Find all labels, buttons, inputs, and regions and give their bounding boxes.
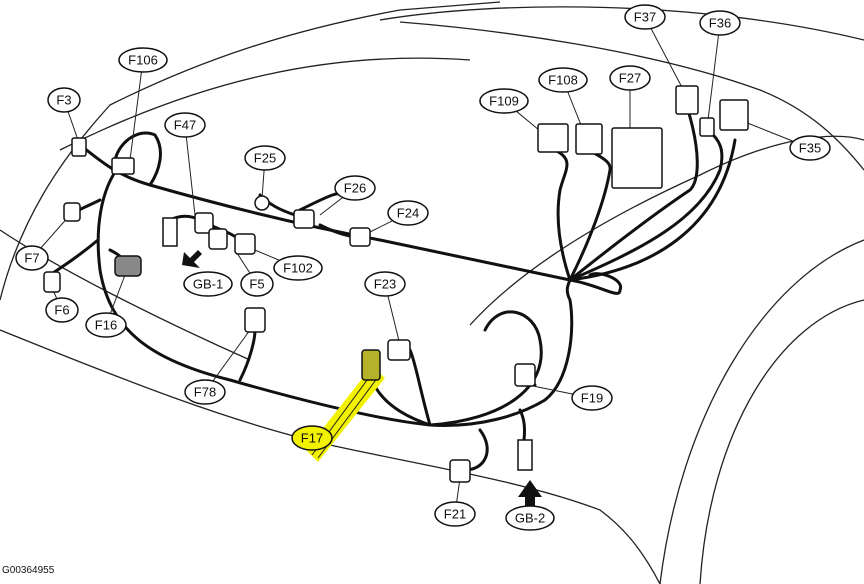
callout-f16: F16: [85, 312, 127, 338]
callout-label: F16: [95, 318, 117, 333]
callout-f109: F109: [479, 88, 529, 114]
callout-label: F78: [194, 385, 216, 400]
callout-bubble: [273, 255, 323, 281]
callout-f19: F19: [571, 385, 613, 411]
callout-bubble: [434, 501, 476, 527]
connector-bodies: [43, 85, 749, 483]
callout-label: GB-2: [515, 511, 545, 526]
callout-label: F17: [301, 431, 323, 446]
callout-label: F108: [548, 73, 578, 88]
callout-f27: F27: [609, 65, 651, 91]
callout-f37: F37: [624, 4, 666, 30]
callout-f26: F26: [334, 175, 376, 201]
callout-f24: F24: [387, 200, 429, 226]
callout-bubble: [609, 65, 651, 91]
callout-bubble: [184, 379, 226, 405]
callout-f78: F78: [184, 379, 226, 405]
callout-label: F7: [24, 251, 39, 266]
callout-label: F27: [619, 71, 641, 86]
ground-arrows: [182, 250, 542, 508]
callout-f3: F3: [47, 87, 81, 113]
callout-f47: F47: [164, 112, 206, 138]
callout-bubble: [164, 112, 206, 138]
callout-label: F5: [249, 277, 264, 292]
dark-connectors: [114, 255, 381, 381]
callout-f35: F35: [789, 135, 831, 161]
callout-bubble: [244, 145, 286, 171]
callout-bubble: [118, 47, 168, 73]
callout-bubble: [240, 271, 274, 297]
callout-bubble: [47, 87, 81, 113]
callout-label: F47: [174, 118, 196, 133]
callout-label: F35: [799, 141, 821, 156]
callout-label: F21: [444, 507, 466, 522]
callout-bubble: [364, 271, 406, 297]
callout-label: F3: [56, 93, 71, 108]
callout-f21: F21: [434, 501, 476, 527]
callout-label: F102: [283, 261, 313, 276]
callout-f36: F36: [699, 10, 741, 36]
callout-f7: F7: [15, 245, 49, 271]
callout-f108: F108: [538, 67, 588, 93]
callout-f102: F102: [273, 255, 323, 281]
callout-label: F25: [254, 151, 276, 166]
callout-gb1: GB-1: [183, 271, 233, 297]
callout-bubble: [699, 10, 741, 36]
callout-bubble: [291, 425, 333, 451]
callout-label: F6: [54, 303, 69, 318]
callout-bubble: [45, 297, 79, 323]
callout-bubble: [624, 4, 666, 30]
callout-bubble: [15, 245, 49, 271]
callout-bubble: [571, 385, 613, 411]
callout-bubble: [789, 135, 831, 161]
callout-label: F106: [128, 53, 158, 68]
callout-bubble: [505, 505, 555, 531]
callout-f23: F23: [364, 271, 406, 297]
callout-label: F109: [489, 94, 519, 109]
callout-label: F19: [581, 391, 603, 406]
callout-bubble: [334, 175, 376, 201]
callout-bubble: [387, 200, 429, 226]
callout-label: F24: [397, 206, 419, 221]
callout-gb2: GB-2: [505, 505, 555, 531]
callout-bubble: [538, 67, 588, 93]
callout-label: F26: [344, 181, 366, 196]
callout-bubble: [85, 312, 127, 338]
callout-label: F36: [709, 16, 731, 31]
callout-label: F37: [634, 10, 656, 25]
callout-bubble: [183, 271, 233, 297]
callout-f25: F25: [244, 145, 286, 171]
callout-f106: F106: [118, 47, 168, 73]
callout-bubble: [479, 88, 529, 114]
callout-label: F23: [374, 277, 396, 292]
callout-label: GB-1: [193, 277, 223, 292]
figure-code: G00364955: [2, 565, 55, 576]
callout-f5: F5: [240, 271, 274, 297]
callout-f17: F17: [291, 425, 333, 451]
callout-f6: F6: [45, 297, 79, 323]
